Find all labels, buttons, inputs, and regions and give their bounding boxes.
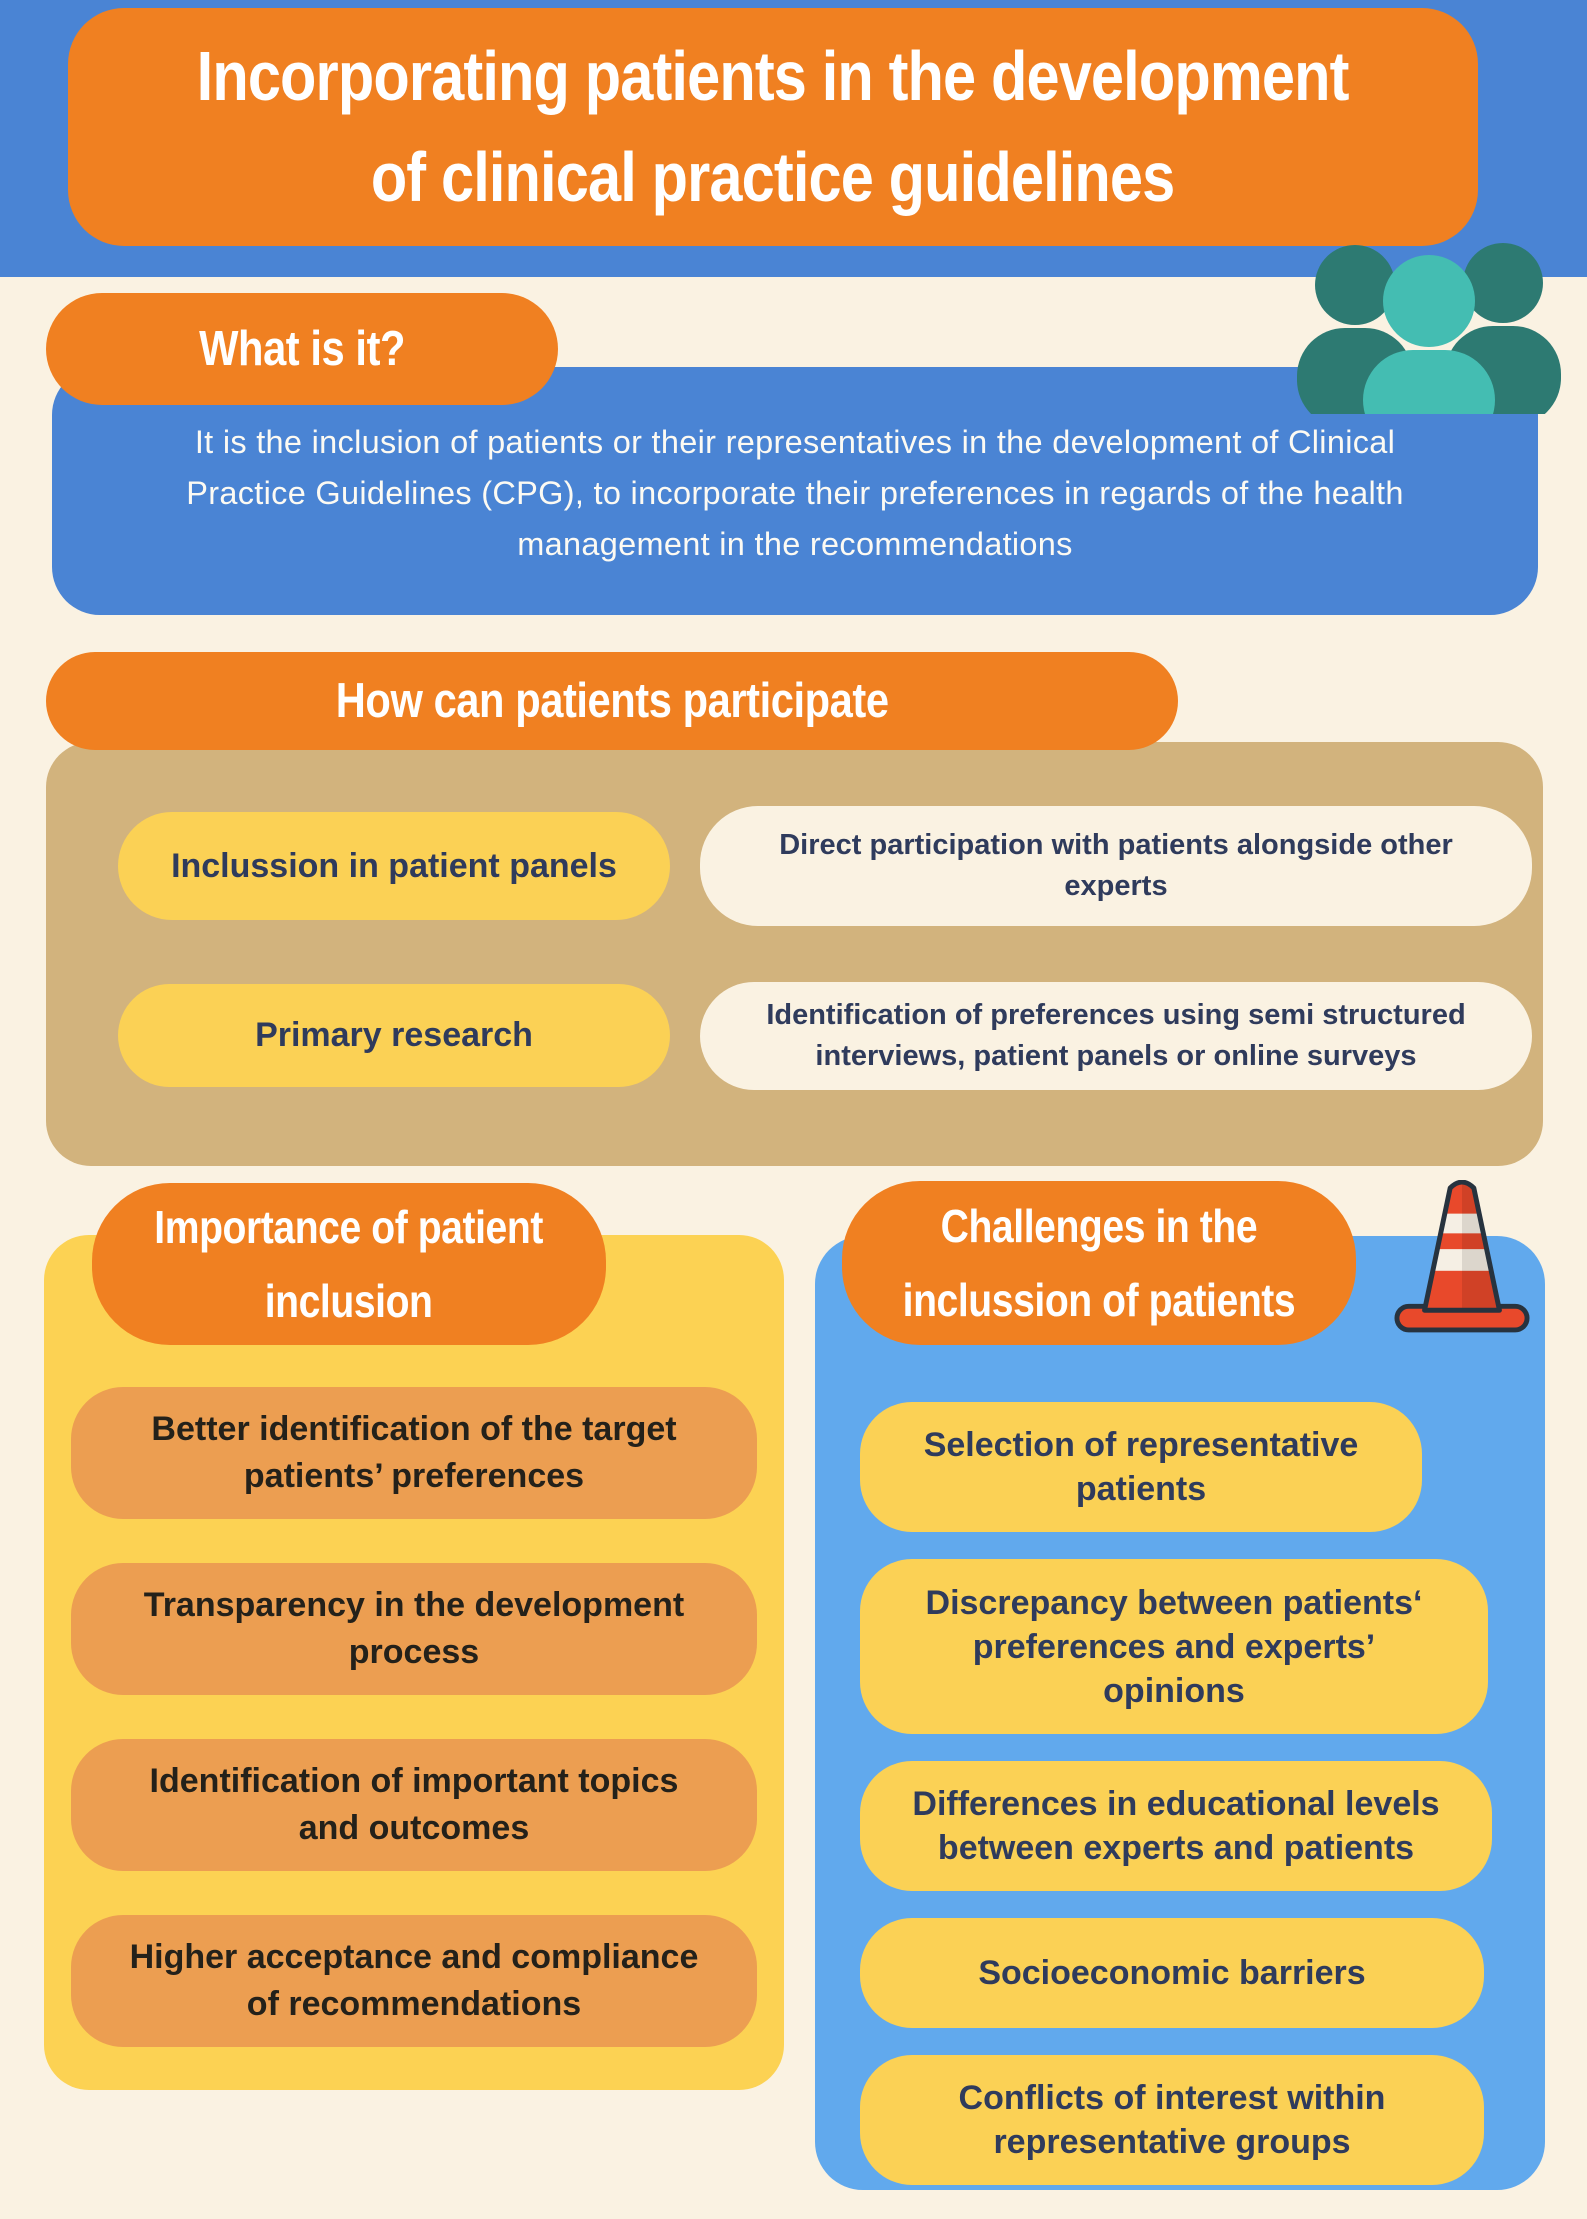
traffic-cone-icon <box>1394 1180 1530 1333</box>
importance-item: Better identification of the target pati… <box>71 1387 757 1519</box>
participation-label: Primary research <box>255 1016 533 1054</box>
participation-desc: Direct participation with patients along… <box>779 829 1453 902</box>
participation-label-pill: Inclussion in patient panels <box>118 812 670 920</box>
importance-item: Higher acceptance and compliance of reco… <box>71 1915 757 2047</box>
importance-item: Identification of important topics and o… <box>71 1739 757 1871</box>
what-is-it-text: It is the inclusion of patients or their… <box>186 424 1404 562</box>
what-is-it-header-pill: What is it? <box>46 293 558 405</box>
challenges-card: Selection of representative patients Dis… <box>815 1236 1545 2190</box>
participation-desc: Identification of preferences using semi… <box>766 999 1466 1072</box>
participation-card: Inclussion in patient panels Direct part… <box>46 742 1543 1166</box>
participation-desc-pill: Identification of preferences using semi… <box>700 982 1532 1090</box>
participation-desc-pill: Direct participation with patients along… <box>700 806 1532 926</box>
page-title: Incorporating patients in the developmen… <box>197 37 1350 216</box>
challenge-item: Discrepancy between patients‘ preference… <box>860 1559 1488 1734</box>
challenges-header: Challenges in the inclussion of patients <box>902 1200 1296 1326</box>
importance-item: Transparency in the development process <box>71 1563 757 1695</box>
importance-header: Importance of patient inclusion <box>154 1201 544 1327</box>
importance-card: Better identification of the target pati… <box>44 1235 784 2090</box>
people-group-icon <box>1297 243 1561 414</box>
participation-label: Inclussion in patient panels <box>171 846 617 885</box>
challenge-item: Socioeconomic barriers <box>860 1918 1484 2028</box>
what-is-it-header: What is it? <box>199 322 405 376</box>
challenge-item: Conflicts of interest within representat… <box>860 2055 1484 2185</box>
importance-header-pill: Importance of patient inclusion <box>92 1183 606 1345</box>
challenge-item: Differences in educational levels betwee… <box>860 1761 1492 1891</box>
what-is-it-card: It is the inclusion of patients or their… <box>52 367 1538 615</box>
participation-label-pill: Primary research <box>118 984 670 1087</box>
title-card: Incorporating patients in the developmen… <box>68 8 1478 246</box>
participation-header: How can patients participate <box>335 674 889 728</box>
participation-header-pill: How can patients participate <box>46 652 1178 750</box>
challenge-item: Selection of representative patients <box>860 1402 1422 1532</box>
challenges-header-pill: Challenges in the inclussion of patients <box>842 1181 1356 1345</box>
